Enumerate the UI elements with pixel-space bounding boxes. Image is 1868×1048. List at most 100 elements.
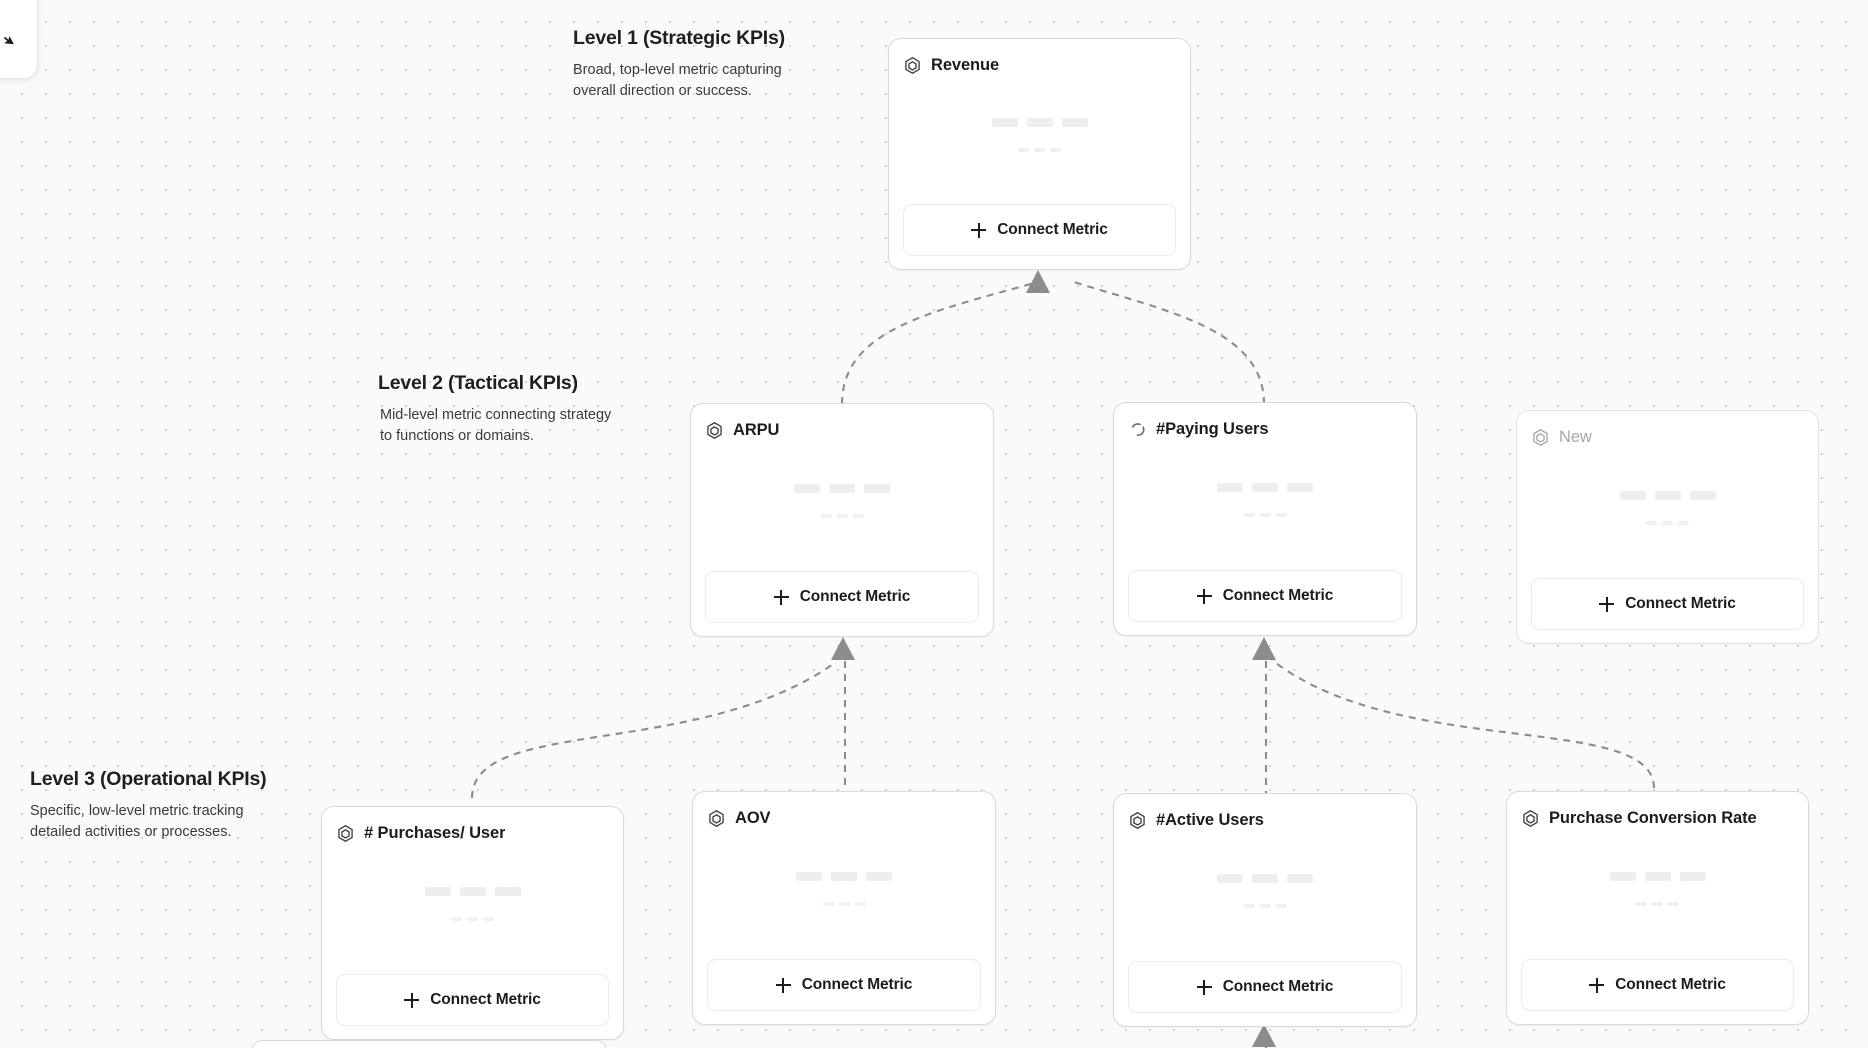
skeleton-bar xyxy=(796,871,822,881)
card-skeleton-body xyxy=(1521,830,1794,959)
skeleton-bar xyxy=(1252,482,1278,492)
card-skeleton-body xyxy=(336,845,609,974)
plus-icon xyxy=(1196,979,1212,995)
card-title: #Paying Users xyxy=(1156,419,1269,438)
skeleton-bar xyxy=(866,871,892,881)
hexagon-metric-icon xyxy=(707,421,722,439)
card-skeleton-body xyxy=(1128,832,1402,961)
metric-card-purchases-per-user[interactable]: # Purchases/ User Connect Metric xyxy=(321,806,624,1040)
arrowhead-paying-users xyxy=(1252,637,1276,660)
connect-metric-button[interactable]: Connect Metric xyxy=(1521,959,1794,1011)
card-skeleton-body xyxy=(1128,441,1402,570)
card-header: #Active Users xyxy=(1128,808,1402,832)
skeleton-row-secondary xyxy=(822,901,866,906)
skeleton-bar xyxy=(794,483,820,493)
skeleton-bar xyxy=(1217,873,1243,883)
card-skeleton-body xyxy=(1531,449,1804,578)
skeleton-bar xyxy=(864,483,890,493)
floating-toolbar-panel[interactable] xyxy=(0,0,38,79)
skeleton-row-primary xyxy=(794,483,890,493)
skeleton-bar xyxy=(820,513,832,518)
card-title: Revenue xyxy=(931,55,1000,74)
metric-card-new[interactable]: New Connect Metric xyxy=(1516,410,1819,644)
connect-metric-button[interactable]: Connect Metric xyxy=(336,974,609,1026)
skeleton-bar xyxy=(1243,512,1255,517)
card-header: # Purchases/ User xyxy=(336,821,609,845)
plus-icon xyxy=(1599,596,1615,612)
edge-conversion-to-paying-users xyxy=(1271,659,1656,789)
connect-metric-button[interactable]: Connect Metric xyxy=(1531,578,1804,630)
connect-metric-button[interactable]: Connect Metric xyxy=(903,204,1176,256)
skeleton-bar xyxy=(1679,871,1706,881)
skeleton-bar xyxy=(451,916,462,921)
card-title: New xyxy=(1559,427,1592,446)
level-2-title: Level 2 (Tactical KPIs) xyxy=(378,372,578,394)
connect-metric-button[interactable]: Connect Metric xyxy=(707,959,981,1011)
skeleton-bar xyxy=(1636,901,1647,906)
level-3-label-group: Level 3 (Operational KPIs) Specific, low… xyxy=(30,768,360,842)
skeleton-bar xyxy=(1689,490,1716,500)
level-3-description: Specific, low-level metric tracking deta… xyxy=(30,803,244,840)
metric-card-offscreen-bottom[interactable] xyxy=(250,1040,608,1048)
metric-card-paying-users[interactable]: #Paying Users Connect Metric xyxy=(1113,402,1417,636)
skeleton-bar xyxy=(483,916,494,921)
hexagon-metric-icon xyxy=(905,56,920,74)
skeleton-bar xyxy=(1275,512,1287,517)
card-header: AOV xyxy=(707,806,981,830)
skeleton-bar xyxy=(1034,147,1045,152)
card-title: ARPU xyxy=(733,420,780,439)
skeleton-bar xyxy=(991,117,1018,127)
connect-metric-button[interactable]: Connect Metric xyxy=(1128,570,1402,622)
card-header: ARPU xyxy=(705,418,979,442)
connect-metric-label: Connect Metric xyxy=(1625,595,1736,612)
skeleton-bar xyxy=(1668,901,1679,906)
skeleton-bar xyxy=(1609,871,1636,881)
plus-icon xyxy=(1196,588,1212,604)
skeleton-bar xyxy=(1217,482,1243,492)
skeleton-bar xyxy=(424,886,451,896)
skeleton-bar xyxy=(1644,871,1671,881)
skeleton-row-primary xyxy=(424,886,521,896)
level-2-description: Mid-level metric connecting strategy to … xyxy=(380,407,612,444)
skeleton-bar xyxy=(1662,520,1673,525)
skeleton-bar xyxy=(1061,117,1088,127)
arrowhead-revenue xyxy=(1026,270,1050,293)
card-title: Purchase Conversion Rate xyxy=(1549,808,1757,827)
connect-metric-label: Connect Metric xyxy=(801,976,913,993)
arrowhead-arpu xyxy=(831,637,855,660)
edge-arpu-to-revenue xyxy=(840,280,1039,405)
metric-card-active-users[interactable]: #Active Users Connect Metric xyxy=(1113,793,1417,1027)
edge-paying-users-to-revenue xyxy=(1073,280,1266,405)
metric-card-revenue[interactable]: Revenue Connect Metric xyxy=(888,38,1191,270)
skeleton-row-primary xyxy=(1619,490,1716,500)
skeleton-bar xyxy=(838,901,850,906)
skeleton-bar xyxy=(1287,482,1313,492)
connect-metric-button[interactable]: Connect Metric xyxy=(1128,961,1402,1013)
hexagon-metric-icon xyxy=(1130,811,1145,829)
plus-icon xyxy=(775,977,791,993)
skeleton-row-primary xyxy=(1217,482,1313,492)
card-header: Revenue xyxy=(903,53,1176,77)
metric-card-arpu[interactable]: ARPU Connect Metric xyxy=(690,403,994,637)
skeleton-row-secondary xyxy=(820,513,864,518)
metric-card-purchase-conversion-rate[interactable]: Purchase Conversion Rate Connect Metric xyxy=(1506,791,1809,1025)
skeleton-bar xyxy=(822,901,834,906)
hexagon-metric-icon xyxy=(1523,809,1538,827)
skeleton-bar xyxy=(1018,147,1029,152)
level-3-title: Level 3 (Operational KPIs) xyxy=(30,768,267,790)
level-1-label-group: Level 1 (Strategic KPIs) Broad, top-leve… xyxy=(573,27,903,101)
skeleton-bar xyxy=(1654,490,1681,500)
metric-card-aov[interactable]: AOV Connect Metric xyxy=(692,791,996,1025)
skeleton-bar xyxy=(1287,873,1313,883)
level-2-label-group: Level 2 (Tactical KPIs) Mid-level metric… xyxy=(378,372,708,446)
card-title: # Purchases/ User xyxy=(364,823,506,842)
plus-icon xyxy=(404,992,420,1008)
skeleton-row-primary xyxy=(1609,871,1706,881)
card-skeleton-body xyxy=(705,442,979,571)
connect-metric-button[interactable]: Connect Metric xyxy=(705,571,979,623)
plus-icon xyxy=(1589,977,1605,993)
connect-metric-label: Connect Metric xyxy=(1615,976,1726,993)
skeleton-row-secondary xyxy=(1243,512,1287,517)
edge-purchases-to-arpu xyxy=(470,661,837,799)
